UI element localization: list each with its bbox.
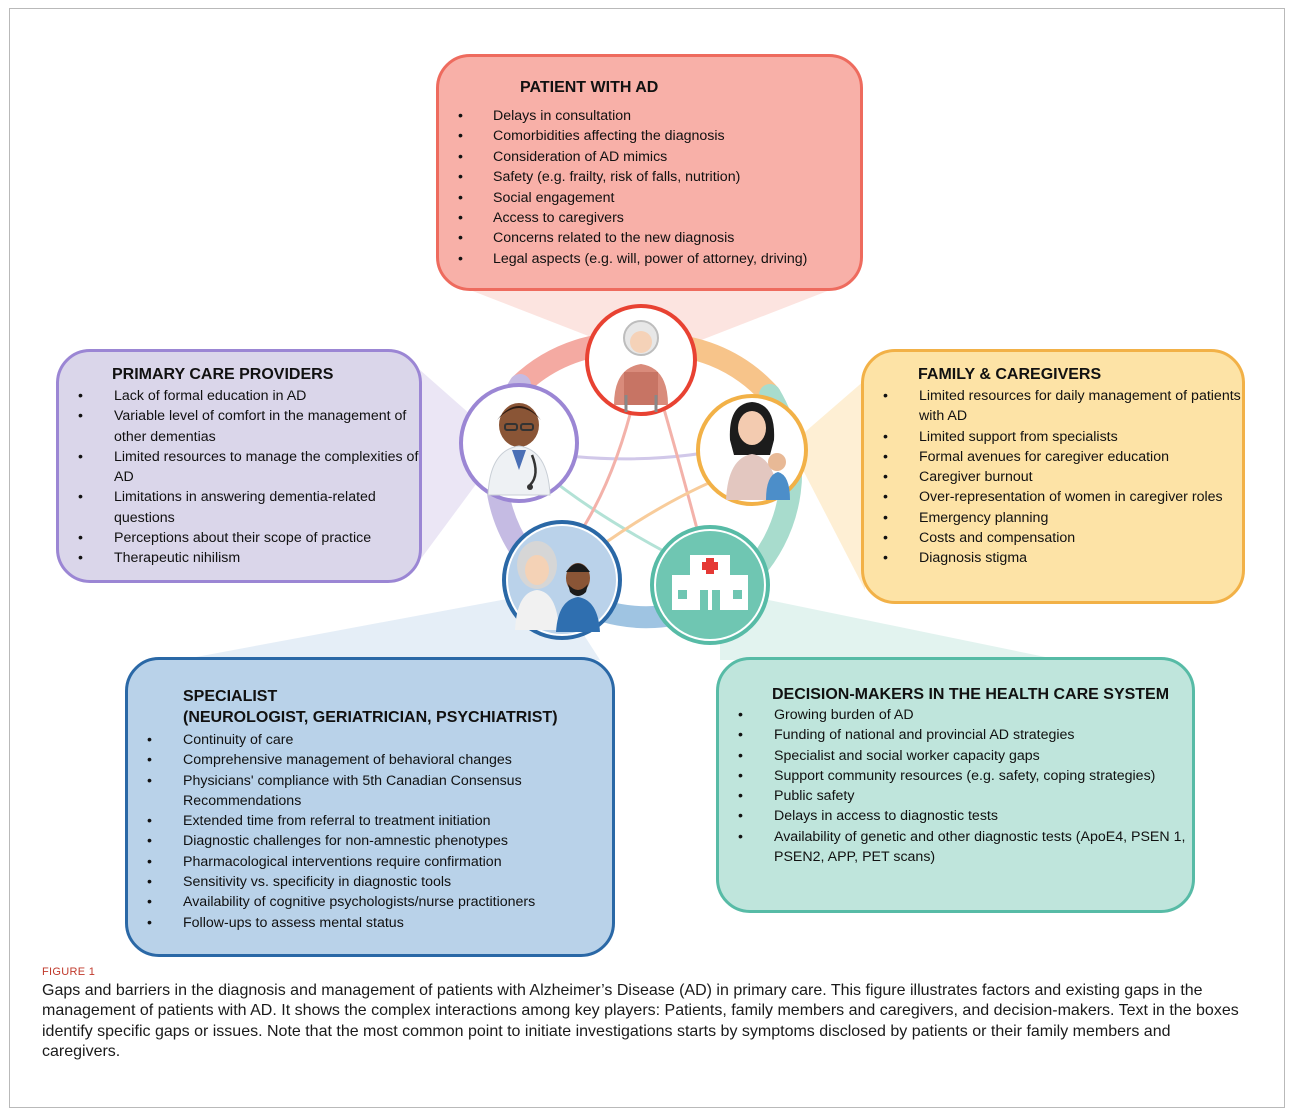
list-item: Limited resources for daily management o…: [864, 386, 1242, 427]
list-item: Comorbidities affecting the diagnosis: [439, 126, 860, 147]
list-item: Extended time from referral to treatment…: [128, 811, 612, 832]
patient-circle: [585, 304, 697, 416]
specialist-box: SPECIALIST (NEUROLOGIST, GERIATRICIAN, P…: [125, 657, 615, 957]
list-item: Concerns related to the new diagnosis: [439, 228, 860, 249]
list-item: Over-representation of women in caregive…: [864, 487, 1242, 508]
figure-caption: FIGURE 1 Gaps and barriers in the diagno…: [42, 965, 1252, 1063]
specialist-subtitle: (NEUROLOGIST, GERIATRICIAN, PSYCHIATRIST…: [183, 709, 558, 726]
list-item: Availability of genetic and other diagno…: [719, 827, 1192, 868]
list-item: Follow-ups to assess mental status: [128, 913, 612, 934]
list-item: Limited resources to manage the complexi…: [59, 447, 419, 488]
list-item: Comprehensive management of behavioral c…: [128, 750, 612, 771]
decision-makers-box: DECISION-MAKERS IN THE HEALTH CARE SYSTE…: [716, 657, 1195, 913]
list-item: Emergency planning: [864, 508, 1242, 529]
list-item: Continuity of care: [128, 730, 612, 751]
list-item: Availability of cognitive psychologists/…: [128, 892, 612, 913]
list-item: Safety (e.g. frailty, risk of falls, nut…: [439, 167, 860, 188]
list-item: Funding of national and provincial AD st…: [719, 725, 1192, 746]
family-box: FAMILY & CAREGIVERS Limited resources fo…: [861, 349, 1245, 604]
patient-title: PATIENT WITH AD: [520, 79, 659, 96]
list-item: Diagnosis stigma: [864, 548, 1242, 569]
list-item: Growing burden of AD: [719, 705, 1192, 726]
list-item: Caregiver burnout: [864, 467, 1242, 488]
list-item: Public safety: [719, 786, 1192, 807]
list-item: Pharmacological interventions require co…: [128, 852, 612, 873]
list-item: Limited support from specialists: [864, 427, 1242, 448]
list-item: Limitations in answering dementia-relate…: [59, 487, 419, 528]
list-item: Costs and compensation: [864, 528, 1242, 549]
patient-list: Delays in consultation Comorbidities aff…: [439, 106, 860, 270]
primary-beam: [420, 370, 505, 560]
list-item: Access to caregivers: [439, 208, 860, 229]
specialist-circle: [502, 520, 622, 640]
family-beam: [790, 380, 865, 590]
decision-makers-title: DECISION-MAKERS IN THE HEALTH CARE SYSTE…: [772, 686, 1170, 703]
figure-label: FIGURE 1: [42, 966, 96, 978]
primary-care-list: Lack of formal education in AD Variable …: [59, 386, 419, 569]
list-item: Consideration of AD mimics: [439, 147, 860, 168]
decision-makers-list: Growing burden of AD Funding of national…: [719, 705, 1192, 867]
list-item: Social engagement: [439, 188, 860, 209]
list-item: Sensitivity vs. specificity in diagnosti…: [128, 872, 612, 893]
list-item: Formal avenues for caregiver education: [864, 447, 1242, 468]
decision-beam: [720, 590, 1060, 660]
primary-care-box: PRIMARY CARE PROVIDERS Lack of formal ed…: [56, 349, 422, 583]
list-item: Lack of formal education in AD: [59, 386, 419, 407]
list-item: Support community resources (e.g. safety…: [719, 766, 1192, 787]
decision-makers-circle: [650, 525, 770, 645]
list-item: Variable level of comfort in the managem…: [59, 406, 419, 447]
primary-care-circle: [459, 383, 579, 503]
family-title: FAMILY & CAREGIVERS: [918, 366, 1102, 383]
specialist-beam: [180, 590, 600, 660]
list-item: Delays in access to diagnostic tests: [719, 806, 1192, 827]
primary-care-title: PRIMARY CARE PROVIDERS: [112, 366, 334, 383]
patient-box: PATIENT WITH AD Delays in consultation C…: [436, 54, 863, 291]
list-item: Legal aspects (e.g. will, power of attor…: [439, 249, 860, 270]
list-item: Therapeutic nihilism: [59, 548, 419, 569]
caption-text: Gaps and barriers in the diagnosis and m…: [42, 982, 1239, 1061]
list-item: Physicians' compliance with 5th Canadian…: [128, 771, 612, 812]
family-list: Limited resources for daily management o…: [864, 386, 1242, 569]
family-circle: [696, 394, 808, 506]
list-item: Diagnostic challenges for non-amnestic p…: [128, 831, 612, 852]
list-item: Delays in consultation: [439, 106, 860, 127]
list-item: Perceptions about their scope of practic…: [59, 528, 419, 549]
list-item: Specialist and social worker capacity ga…: [719, 746, 1192, 767]
specialist-title: SPECIALIST: [183, 688, 278, 705]
specialist-list: Continuity of care Comprehensive managem…: [128, 730, 612, 933]
